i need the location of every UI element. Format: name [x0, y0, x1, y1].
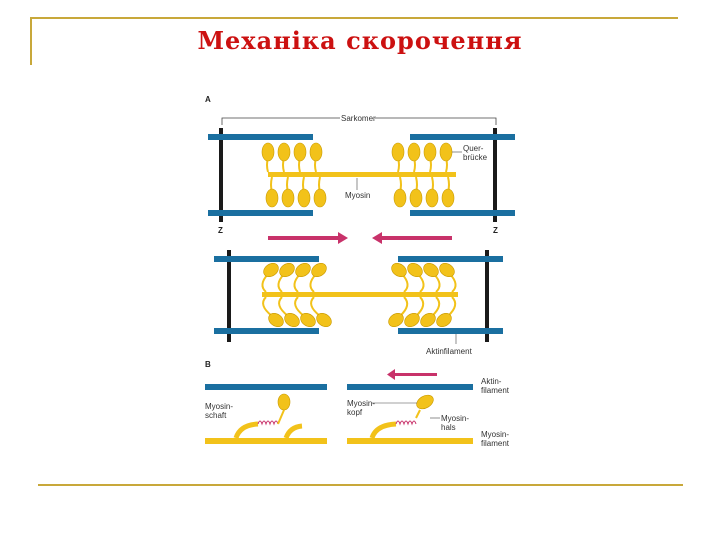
myosinschaft-label-1: Myosin-	[205, 402, 233, 411]
slide-title: Механіка скорочення	[197, 26, 523, 55]
actin-filament-top-right	[410, 134, 515, 140]
frame-left-line	[30, 17, 32, 65]
z-line-left	[219, 128, 223, 222]
actin-filament-bottom-left	[208, 210, 313, 216]
myosinkopf-label-2: kopf	[347, 408, 363, 417]
myosinhals-label-2: hals	[441, 423, 456, 432]
frame-bottom-line	[38, 484, 683, 486]
myosin-label: Myosin	[345, 191, 370, 200]
b-right-myosin	[347, 438, 473, 444]
myosin-filament	[268, 172, 456, 177]
myosin-filament-contracted	[262, 292, 458, 297]
z-line-right-contracted	[485, 250, 489, 342]
b-right-neck-stem	[415, 409, 421, 419]
section-a-label: A	[205, 95, 211, 104]
b-right-actin	[347, 384, 473, 390]
b-arrow-head	[387, 369, 395, 380]
myosinhals-label-1: Myosin-	[441, 414, 469, 423]
frame-top-line	[30, 17, 678, 19]
actin-filament-top-right-c	[398, 256, 503, 262]
z-line-left-contracted	[227, 250, 231, 342]
sarkomer-label: Sarkomer	[341, 114, 376, 123]
myosin-heads-a	[261, 142, 455, 208]
myosinschaft-label-2: schaft	[205, 411, 227, 420]
actin-filament-bottom-right	[410, 210, 515, 216]
b-left-myosin-shaft-left	[233, 421, 259, 439]
sarkomer-bracket-right	[375, 117, 497, 125]
b-left-myosin-shaft-right	[283, 423, 303, 439]
z-right-label: Z	[493, 226, 498, 235]
querbrucke-label-1: Quer-	[463, 144, 484, 153]
section-b-label: B	[205, 360, 211, 369]
sarkomer-bracket-left	[221, 117, 340, 125]
b-aktin-label-1: Aktin-	[481, 377, 502, 386]
aktinfilament-label: Aktinfilament	[426, 347, 473, 356]
b-right-myosin-neck-coil	[395, 420, 417, 426]
b-right-myosin-head	[416, 394, 434, 410]
actin-filament-top-left	[208, 134, 313, 140]
z-left-label: Z	[218, 226, 223, 235]
b-left-myosin-neck-coil	[257, 420, 279, 426]
b-left-myosin-head	[277, 393, 291, 411]
b-right-myosin-shaft	[369, 421, 397, 439]
actin-filament-top-left-c	[214, 256, 319, 262]
myosin-heads-contracted	[263, 262, 455, 328]
b-myosin-label-1: Myosin-	[481, 430, 509, 439]
contraction-arrows	[268, 232, 452, 244]
b-left-actin	[205, 384, 327, 390]
b-arrow-shaft	[395, 373, 437, 376]
actin-filament-bottom-left-c	[214, 328, 319, 334]
actin-filament-bottom-right-c	[398, 328, 503, 334]
myosinkopf-label-1: Myosin-	[347, 399, 375, 408]
b-myosin-label-2: filament	[481, 439, 510, 448]
z-line-right	[493, 128, 497, 222]
b-left-neck-stem	[277, 409, 285, 425]
querbrucke-label-2: brücke	[463, 153, 488, 162]
b-left-myosin	[205, 438, 327, 444]
b-aktin-label-2: filament	[481, 386, 510, 395]
